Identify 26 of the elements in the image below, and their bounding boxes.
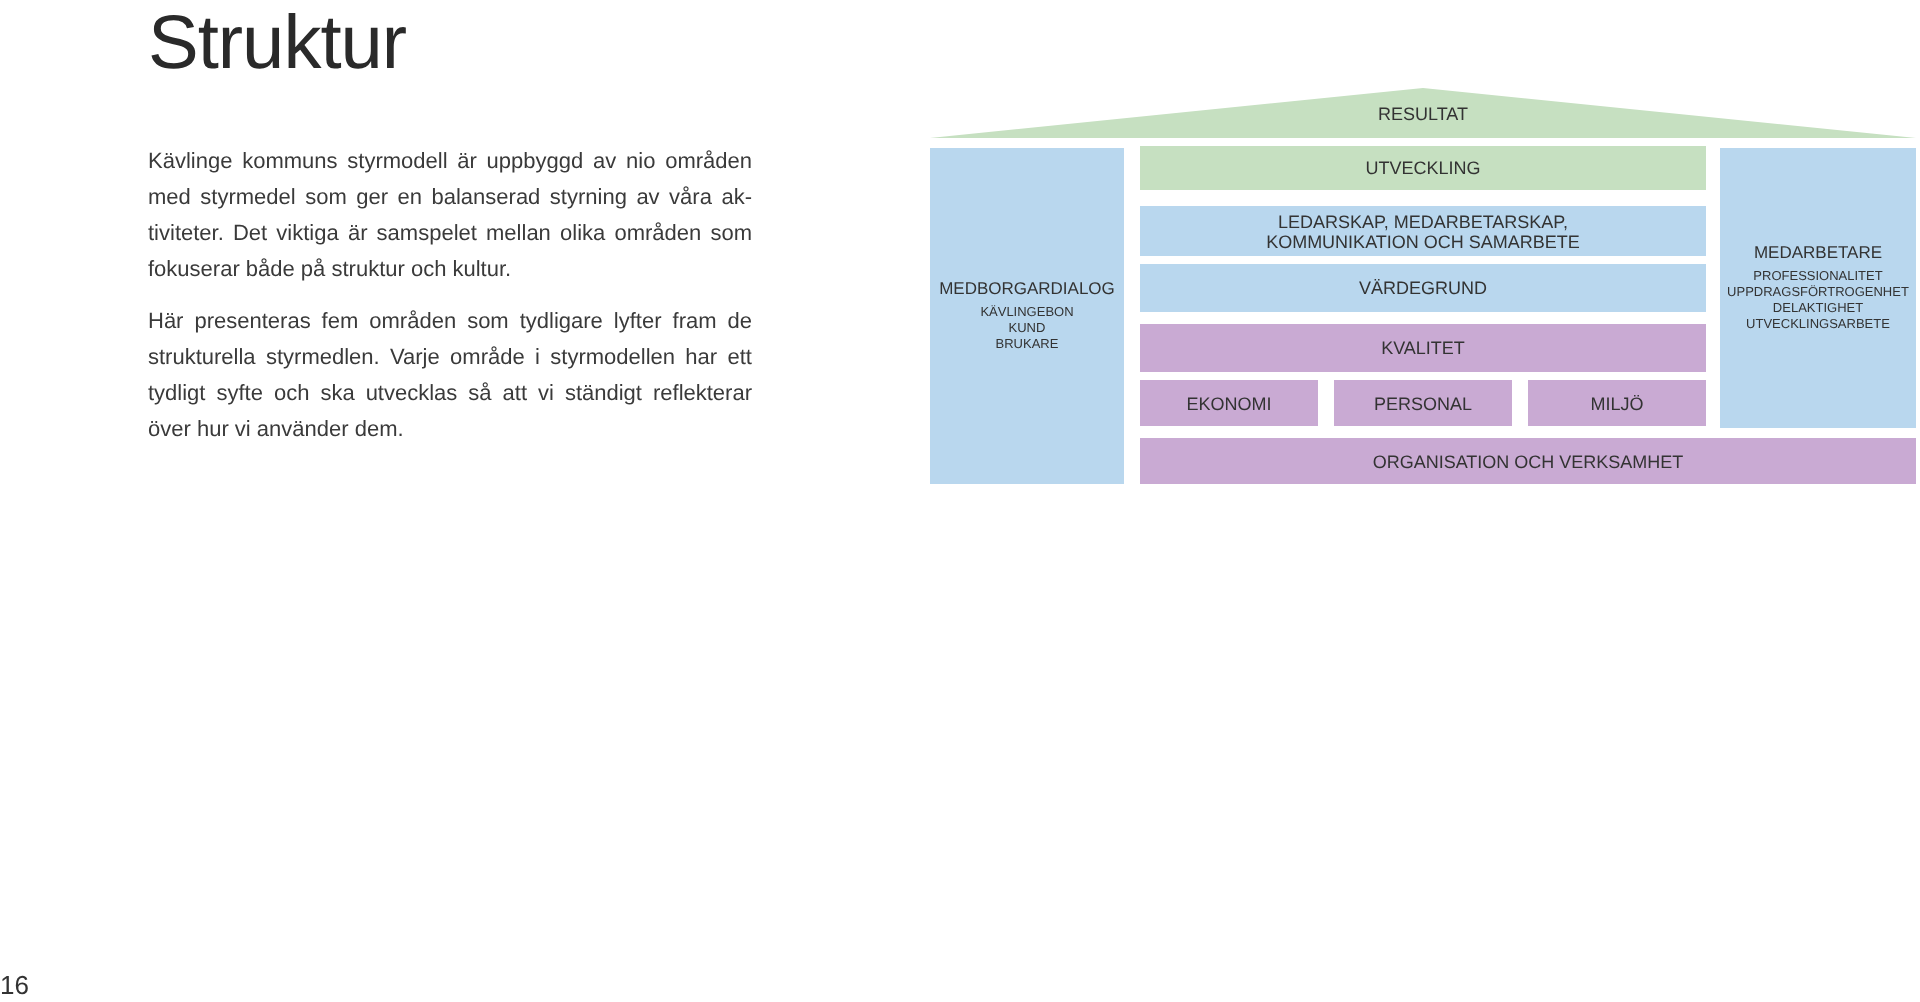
area-bar <box>1140 264 1706 312</box>
body-paragraph: Kävlinge kommuns styrmodell är uppbyggd av nio områden med styrmedel som ger en balanserad styrning av våra ak-tiviteter. Det viktiga är samspelet mellan olika områden som fokuserar både på struktur och kultur. <box>148 148 752 286</box>
page-title: Struktur <box>148 0 407 90</box>
bar-label: EKONOMI <box>1186 393 1272 413</box>
bar-label: ORGANISATION OCH VERKSAMHET <box>1372 451 1684 471</box>
bar-label: PERSONAL <box>1373 393 1473 413</box>
body-paragraph: Här presenteras fem områden som tydligare lyfter fram de strukturella styrmedlen. Varje område i styrmodellen har ett tydligt syfte och ska utvecklas så att vi ständigt reflekterar över hur vi använder dem. <box>148 308 752 446</box>
area-bar <box>1140 146 1706 190</box>
pillar-heading: MEDARBETARE <box>1753 242 1883 262</box>
area-bar <box>1140 324 1706 372</box>
area-bar <box>1334 380 1512 426</box>
roof-banner <box>930 88 1916 138</box>
roof-label: RESULTAT <box>1377 104 1468 124</box>
bar-label: MILJÖ <box>1590 393 1644 413</box>
pillar-box <box>1720 148 1916 428</box>
page-number: 16 <box>0 970 29 1000</box>
bar-label: UTVECKLING <box>1365 158 1481 178</box>
bar-label: KVALITET <box>1381 338 1465 358</box>
bar-label: VÄRDEGRUND <box>1358 278 1487 298</box>
bar-label: LEDARSKAP, MEDARBETARSKAP, KOMMUNIKATION OCH SAMARBETE <box>1264 211 1582 251</box>
area-bar <box>1140 206 1706 256</box>
area-bar <box>1140 380 1318 426</box>
pillar-heading: MEDBORGARDIALOG <box>939 278 1115 298</box>
pillar-box <box>930 148 1124 484</box>
area-bar <box>1140 438 1916 484</box>
area-bar <box>1528 380 1706 426</box>
